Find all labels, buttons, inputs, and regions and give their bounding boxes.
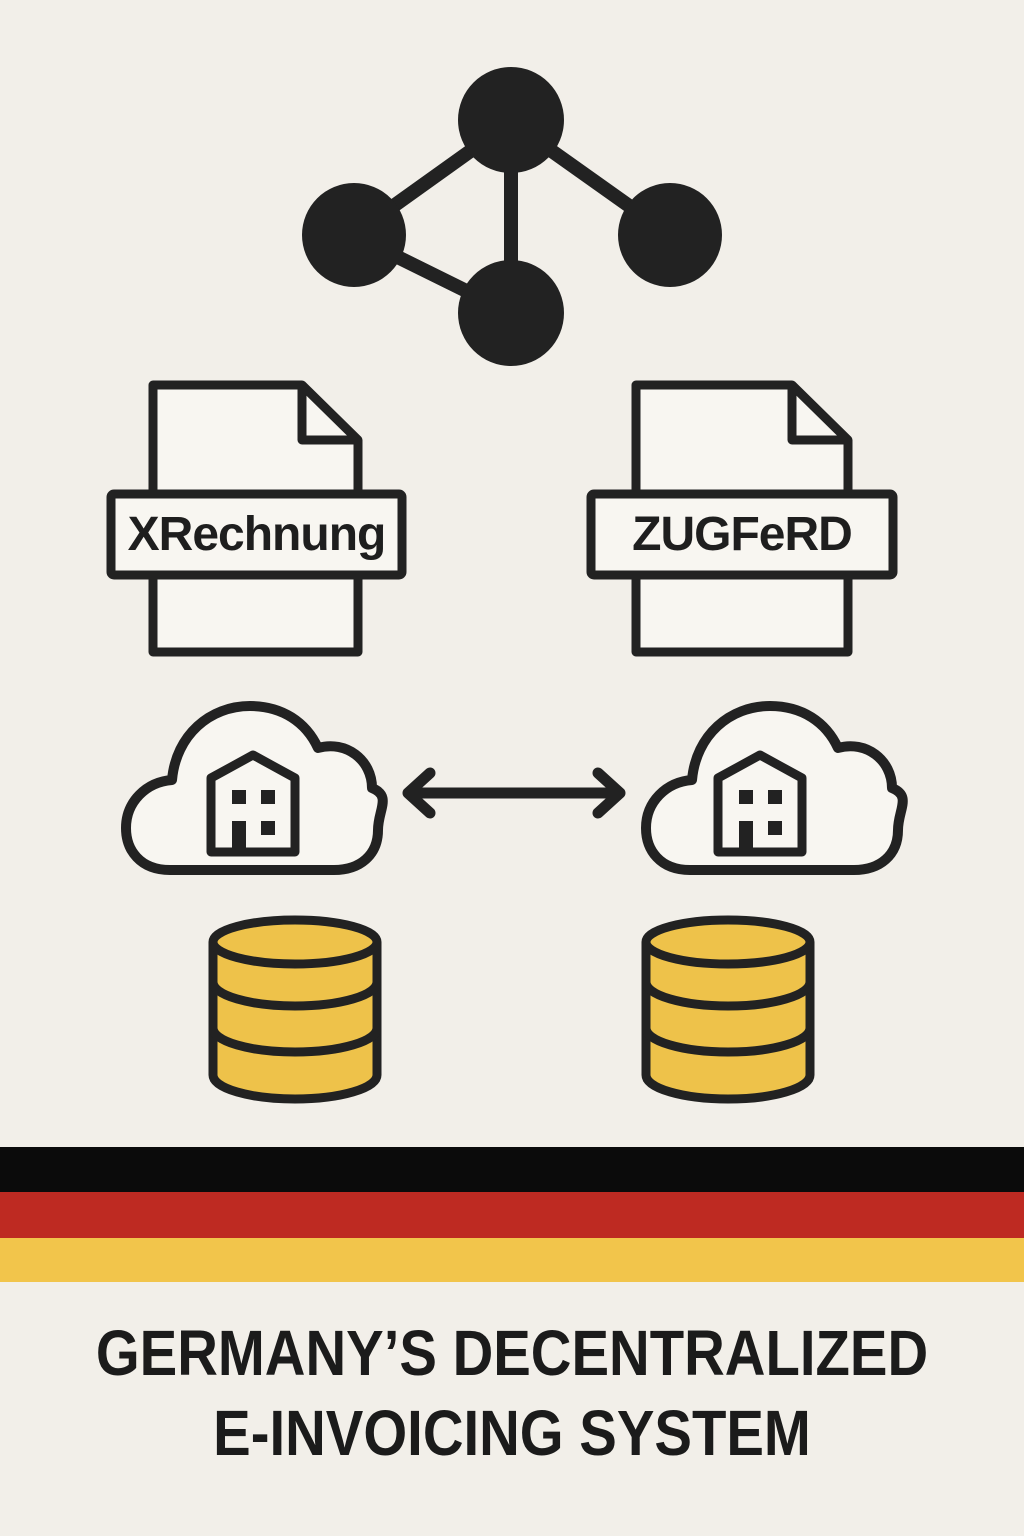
cloud-building-icon <box>641 701 908 875</box>
zugferd-label: ZUGFeRD <box>632 508 853 561</box>
flag-stripe-black <box>0 1147 1024 1193</box>
bidirectional-arrow-icon <box>402 767 626 819</box>
database-icon <box>208 915 382 1104</box>
xrechnung-label: XRechnung <box>127 508 387 561</box>
document-icon <box>106 380 407 657</box>
title-line-2: E-INVOICING SYSTEM <box>213 1397 811 1469</box>
database-icon <box>641 915 815 1104</box>
title-line-1: GERMANY’S DECENTRALIZED <box>95 1317 929 1389</box>
cloud-building-icon <box>121 701 388 875</box>
document-icon <box>586 380 898 657</box>
network-nodes-icon <box>302 67 722 366</box>
flag-stripe-gold <box>0 1238 1024 1282</box>
flag-stripe-red <box>0 1192 1024 1238</box>
